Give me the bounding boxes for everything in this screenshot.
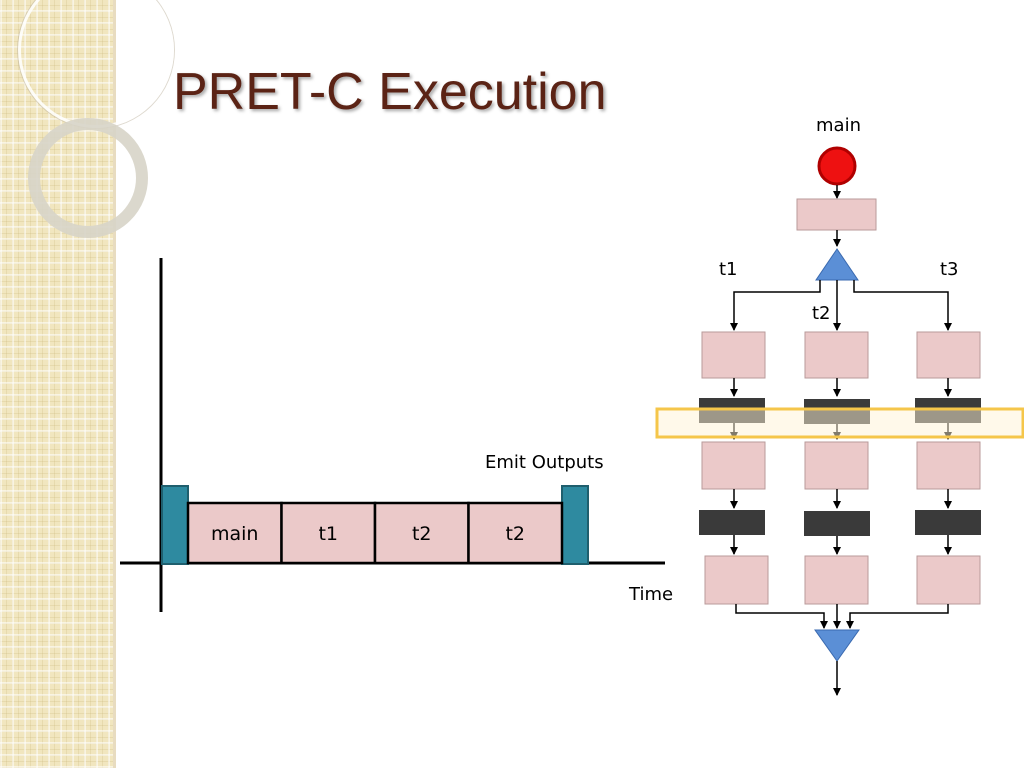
tick-highlight-band (655, 407, 1024, 439)
timeline-cell-label-4: t2 (505, 523, 525, 545)
timeline-cells: main t1 t2 t2 (186, 501, 564, 565)
emit-block-end (561, 485, 589, 565)
join-branch-t3 (846, 604, 949, 629)
sidebar-edge (113, 0, 116, 768)
t2-ebot-2 (804, 511, 870, 536)
thread-flow-diagram (655, 146, 1024, 696)
timeline-cell-label-2: t1 (318, 523, 338, 545)
fork-branch-t1 (730, 280, 821, 331)
t1-block-3 (704, 555, 769, 605)
t1-block-1 (701, 331, 766, 379)
emit-block-start (161, 485, 189, 565)
t1-block-2 (701, 441, 766, 490)
t3-block-3 (916, 555, 981, 605)
join-node (814, 629, 860, 662)
t3-block-2 (916, 441, 981, 490)
emit-outputs-label: Emit Outputs (485, 452, 604, 473)
t2-block-2 (804, 441, 869, 490)
flow-thread-label-t2: t2 (812, 303, 831, 324)
start-node (817, 146, 857, 186)
timeline-cell-label-1: main (211, 523, 258, 545)
flow-thread-label-t3: t3 (940, 259, 959, 280)
main-block (796, 198, 877, 231)
timeline-cell-label-3: t2 (412, 523, 432, 545)
execution-timeline: main t1 t2 t2 (120, 258, 665, 612)
t3-ebot-2 (915, 510, 981, 535)
join-branch-t1 (735, 604, 828, 629)
t2-block-1 (804, 331, 869, 379)
t1-ebot-2 (699, 510, 765, 535)
fork-branch-t3 (853, 280, 952, 331)
decorative-ring-lower (28, 118, 148, 238)
time-axis-label: Time (629, 584, 674, 605)
timeline-cell-4 (467, 501, 564, 565)
timeline-cell-2 (280, 501, 377, 565)
t3-block-1 (916, 331, 981, 379)
t2-block-3 (804, 555, 869, 605)
fork-node (815, 248, 859, 281)
flow-thread-label-t1: t1 (719, 259, 738, 280)
flow-main-label: main (816, 115, 861, 136)
slide-title: PRET-C Execution (173, 63, 607, 121)
